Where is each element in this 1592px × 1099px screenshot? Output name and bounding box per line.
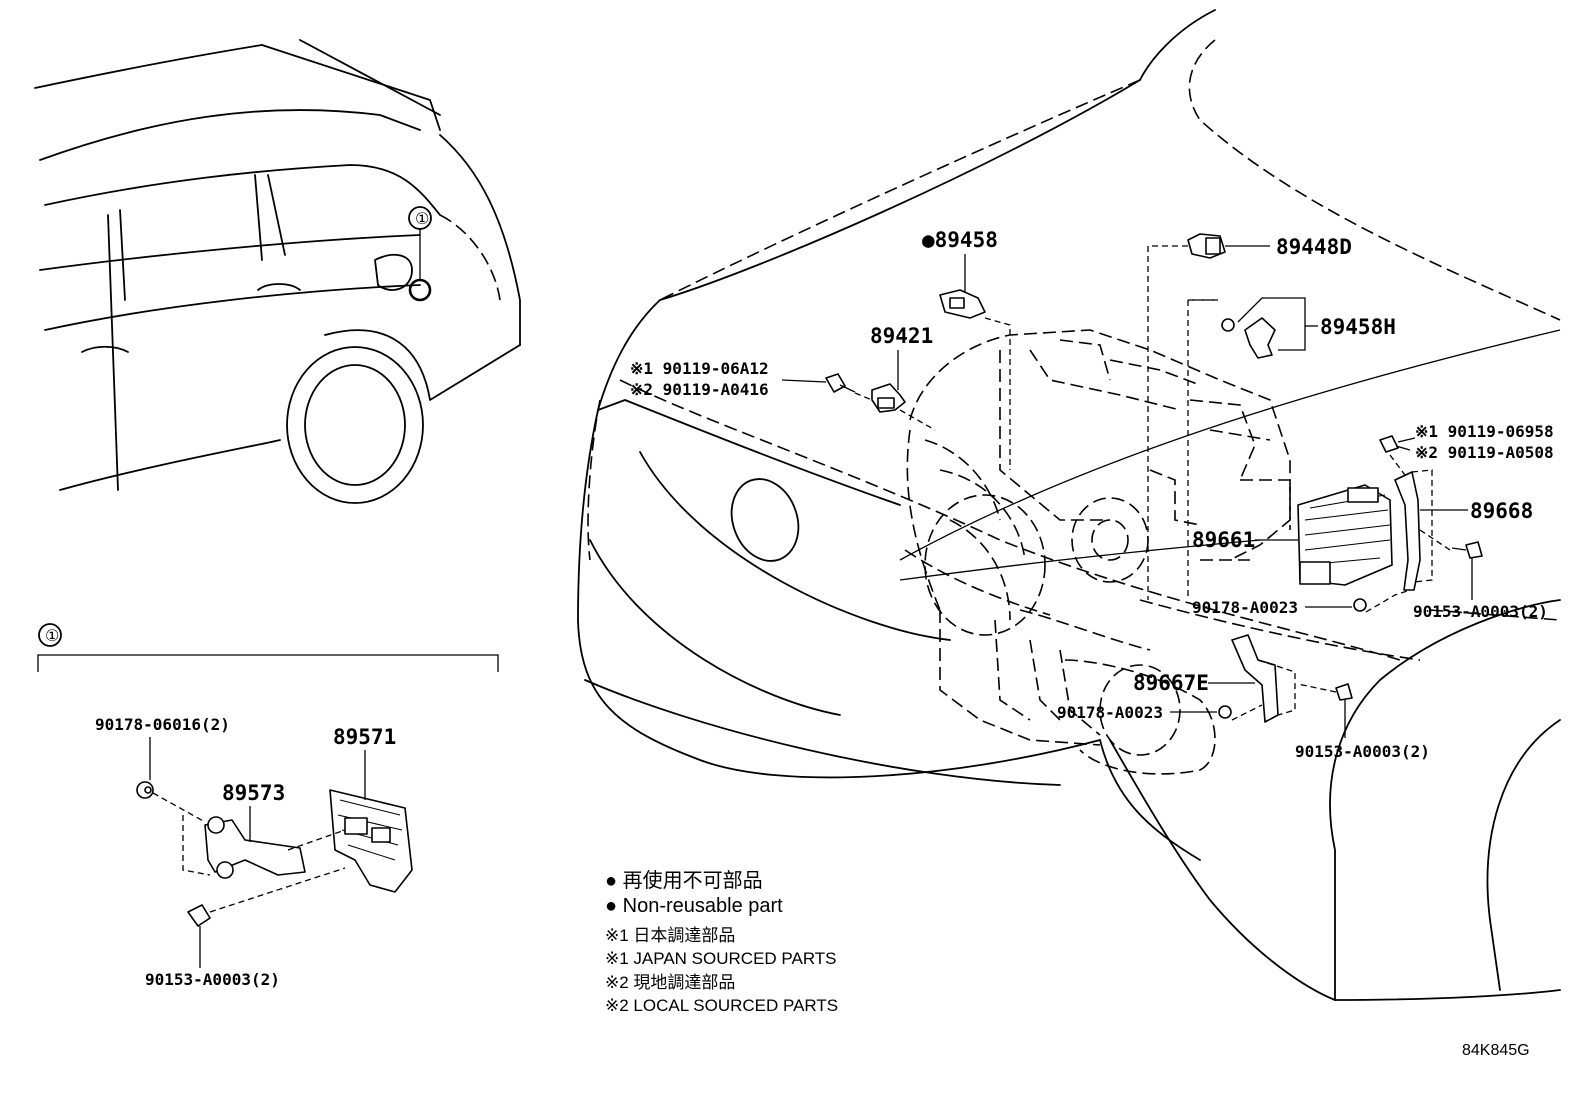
inset-callout-marker: ① (45, 628, 59, 645)
legend-japan-sourced-en: ※1 JAPAN SOURCED PARTS (605, 949, 837, 968)
part-bolt-90119-right (1379, 435, 1411, 453)
vehicle-rear-quarter-outline (34, 39, 521, 504)
part-bolt-90153-mid (1297, 683, 1353, 701)
legend-non-reusable-jp: ● 再使用不可部品 (605, 869, 763, 892)
part-89458-sensor (939, 289, 1011, 470)
label-90153-a0003-inset: 90153-A0003(2) (145, 970, 280, 989)
part-bolt-90119-left (825, 373, 873, 401)
label-90178-a0023-lower: 90178-A0023 (1057, 703, 1163, 722)
label-90178-a0023-upper: 90178-A0023 (1192, 598, 1298, 617)
inset-callout-bracket: ① (37, 623, 499, 672)
inset-parts-group (136, 781, 413, 927)
fuel-door-callout: ① (408, 206, 432, 302)
label-89458h: 89458H (1320, 315, 1396, 339)
engine-assembly (906, 329, 1291, 775)
label-90153-a0003-mid: 90153-A0003(2) (1295, 742, 1430, 761)
label-89448d: 89448D (1276, 235, 1352, 259)
legend-local-sourced-jp: ※2 現地調達部品 (605, 973, 735, 992)
label-90119-06958: ※1 90119-06958 (1415, 422, 1554, 441)
part-nut-90178-lower (1218, 705, 1232, 719)
part-89458h-sensor (1187, 299, 1276, 600)
label-89571: 89571 (333, 725, 396, 749)
vehicle-front-outline (577, 9, 1561, 1001)
label-90153-a0003-right: 90153-A0003(2) (1413, 602, 1548, 621)
legend-local-sourced-en: ※2 LOCAL SOURCED PARTS (605, 996, 838, 1015)
part-89448d-sensor (1147, 233, 1226, 600)
diagram-code: 84K845G (1462, 1042, 1530, 1059)
part-89667e-bracket (1231, 634, 1296, 723)
label-90178-06016: 90178-06016(2) (95, 715, 230, 734)
label-89573: 89573 (222, 781, 285, 805)
label-90119-a0416: ※2 90119-A0416 (630, 380, 769, 399)
label-89421: 89421 (870, 324, 933, 348)
label-89668: 89668 (1470, 499, 1533, 523)
part-nut-90178-upper (1353, 589, 1411, 613)
label-90119-a0508: ※2 90119-A0508 (1415, 443, 1554, 462)
label-89458: ●89458 (922, 228, 998, 252)
part-89661-ecu (1297, 484, 1393, 586)
label-89667e: 89667E (1133, 671, 1209, 695)
legend-non-reusable-en: ● Non-reusable part (605, 895, 783, 917)
callout-marker: ① (415, 211, 429, 228)
part-89668-bracket (1389, 454, 1451, 591)
part-bolt-90153-right (1451, 541, 1483, 559)
legend: ● 再使用不可部品 ● Non-reusable part ※1 日本調達部品 … (605, 869, 838, 1015)
label-89661: 89661 (1192, 528, 1255, 552)
legend-japan-sourced-jp: ※1 日本調達部品 (605, 926, 735, 945)
label-90119-06a12: ※1 90119-06A12 (630, 359, 769, 378)
part-89421-sensor (871, 383, 936, 431)
